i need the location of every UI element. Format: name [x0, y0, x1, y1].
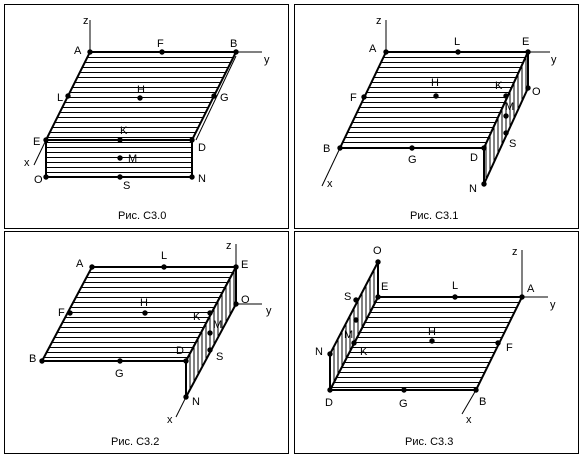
point-label-f: F [350, 92, 357, 104]
point-dots [43, 49, 239, 180]
point-dots [39, 264, 239, 400]
axis-label-x: x [24, 157, 30, 169]
panel-frame-c33 [294, 231, 579, 454]
point-label-o: O [241, 294, 250, 306]
point-label-k: K [495, 80, 503, 92]
axis-label-z: z [376, 15, 382, 27]
point-label-n: N [192, 396, 200, 408]
point-label-l: L [452, 280, 458, 292]
point-label-k: K [120, 125, 128, 137]
point-label-o: O [532, 86, 541, 98]
point-label-e: E [522, 36, 529, 48]
point-label-g: G [408, 154, 417, 166]
point-label-o: O [373, 245, 382, 257]
point-label-l: L [454, 36, 460, 48]
point-label-f: F [58, 307, 65, 319]
point-label-s: S [123, 180, 130, 192]
axis-label-z: z [226, 240, 232, 252]
panel-frame-c31 [294, 4, 579, 229]
point-label-g: G [399, 398, 408, 410]
point-label-g: G [115, 368, 124, 380]
point-label-h: H [137, 84, 145, 96]
axis-label-y: y [266, 305, 272, 317]
point-label-n: N [469, 183, 477, 195]
axis-label-x: x [167, 414, 173, 426]
point-label-g: G [220, 92, 229, 104]
panel-c32: z y x A L E H O F K M B D G S N Рис. С3.… [29, 240, 272, 448]
point-label-e: E [381, 281, 388, 293]
point-label-m: M [213, 319, 222, 331]
point-label-f: F [157, 38, 164, 50]
panel-c30: z y x A F B L H G K E D M O S N Рис. С3.… [24, 15, 270, 222]
point-label-k: K [360, 346, 368, 358]
x-axis [33, 139, 47, 166]
point-label-e: E [33, 136, 40, 148]
point-label-e: E [241, 259, 248, 271]
point-label-n: N [315, 346, 323, 358]
x-axis [175, 396, 187, 418]
x-axis [461, 389, 477, 415]
panel-frame-c32 [4, 231, 289, 454]
figure-caption: Рис. С3.3 [405, 436, 453, 448]
point-label-l: L [57, 92, 63, 104]
point-label-h: H [431, 77, 439, 89]
point-label-a: A [369, 43, 377, 55]
point-label-m: M [128, 153, 137, 165]
point-label-s: S [509, 138, 516, 150]
point-label-f: F [506, 342, 513, 354]
point-label-a: A [76, 258, 84, 270]
axis-label-x: x [466, 414, 472, 426]
axis-label-y: y [550, 299, 556, 311]
point-label-d: D [198, 142, 206, 154]
point-label-l: L [161, 250, 167, 262]
point-dots [327, 259, 525, 393]
point-label-h: H [428, 326, 436, 338]
axis-label-z: z [512, 246, 518, 258]
point-label-d: D [470, 152, 478, 164]
point-label-o: O [34, 174, 43, 186]
point-label-a: A [527, 283, 535, 295]
axis-label-x: x [327, 178, 333, 190]
point-label-n: N [198, 173, 206, 185]
x-axis [321, 147, 341, 187]
panel-frame-c30 [4, 4, 289, 229]
point-label-b: B [230, 38, 237, 50]
point-label-b: B [29, 353, 36, 365]
figure-caption: Рис. С3.1 [410, 210, 458, 222]
point-label-k: K [193, 311, 201, 323]
point-label-m: M [344, 329, 353, 341]
figure-caption: Рис. С3.0 [118, 210, 166, 222]
point-label-h: H [140, 297, 148, 309]
panel-c33: z y x O S E L A M H N K F D G B Рис. С3.… [315, 245, 556, 448]
axis-label-y: y [264, 54, 270, 66]
point-label-a: A [74, 45, 82, 57]
point-label-d: D [176, 345, 184, 357]
point-label-m: M [505, 101, 514, 113]
axis-label-y: y [551, 54, 557, 66]
point-label-s: S [344, 291, 351, 303]
point-label-b: B [479, 396, 486, 408]
point-dots [337, 49, 531, 187]
panel-c31: z y x A L E H K F O M B G D S N Рис. С3.… [321, 15, 557, 222]
point-label-s: S [216, 351, 223, 363]
axis-label-z: z [83, 15, 89, 27]
figure-caption: Рис. С3.2 [111, 436, 159, 448]
point-label-b: B [323, 143, 330, 155]
point-label-d: D [325, 397, 333, 409]
